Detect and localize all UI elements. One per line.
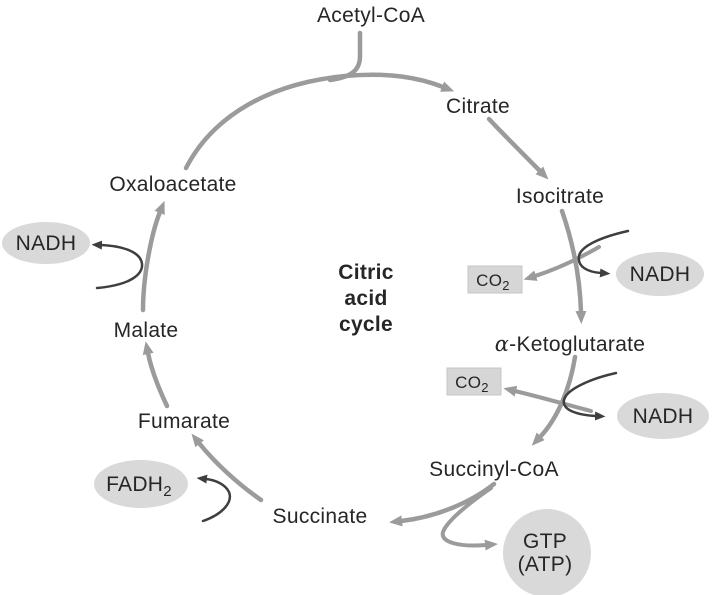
arrow-oxaloacetate-to-citrate <box>183 72 455 171</box>
label-co2-ketoglutarate: CO2 <box>455 373 489 395</box>
fadh2-subscript: 2 <box>163 483 172 500</box>
arrow-to-co2-ketoglutarate <box>503 385 593 413</box>
gtp-bubble <box>503 509 591 595</box>
arrow-branch-to-gtp <box>440 486 498 551</box>
label-fadh2: FADH2 <box>106 473 172 500</box>
co2-box-ketoglutarate <box>446 367 502 396</box>
label-acetyl-coa: Acetyl-CoA <box>317 4 425 27</box>
arrow-to-nadh-oxaloacetate <box>91 240 144 290</box>
label-succinyl-coa: Succinyl-CoA <box>429 458 559 481</box>
nadh-bubble-ketoglutarate <box>617 393 709 439</box>
arrow-to-nadh-ketoglutarate <box>562 371 618 421</box>
cycle-arrows <box>91 30 630 551</box>
arrow-fumarate-to-malate <box>142 341 170 409</box>
label-nadh-ketoglutarate: NADH <box>633 405 694 428</box>
arrow-to-co2-isocitrate <box>523 245 601 281</box>
label-gtp-line2: (ATP) <box>518 553 573 576</box>
center-title-line1: Citric <box>338 261 393 284</box>
co2-base-2: CO <box>455 373 481 392</box>
label-alpha-ketoglutarate: α-Ketoglutarate <box>495 332 646 356</box>
co2-subscript-1: 2 <box>502 278 510 293</box>
nadh-bubble-isocitrate <box>616 252 704 296</box>
labels: Acetyl-CoA Citrate Isocitrate α-Ketoglut… <box>16 4 694 576</box>
arrow-succinate-to-fumarate <box>191 433 264 503</box>
label-succinate: Succinate <box>273 505 368 528</box>
label-malate: Malate <box>114 319 179 342</box>
label-isocitrate: Isocitrate <box>516 185 604 208</box>
arrow-succinylcoa-to-succinate <box>389 481 497 527</box>
cofactor-shapes <box>2 222 709 595</box>
co2-box-isocitrate <box>467 265 523 294</box>
arrow-acetyl-coa-into-cycle <box>327 30 363 83</box>
label-nadh-oxaloacetate: NADH <box>16 232 77 255</box>
fadh2-bubble <box>94 460 188 508</box>
arrow-malate-to-oxaloacetate <box>140 200 165 313</box>
label-citrate: Citrate <box>446 95 510 118</box>
label-co2-isocitrate: CO2 <box>476 271 510 293</box>
center-title-line3: cycle <box>339 313 393 336</box>
label-fumarate: Fumarate <box>138 410 230 433</box>
label-nadh-isocitrate: NADH <box>630 263 691 286</box>
nadh-bubble-oxaloacetate <box>2 222 90 264</box>
label-oxaloacetate: Oxaloacetate <box>109 173 236 196</box>
arrow-citrate-to-isocitrate <box>486 116 549 180</box>
arrow-to-fadh2 <box>196 474 232 523</box>
alpha-glyph: α <box>495 332 509 356</box>
co2-base-1: CO <box>476 271 502 290</box>
label-gtp-line1: GTP <box>523 530 567 553</box>
center-title-line2: acid <box>344 287 387 310</box>
ketoglutarate-text: -Ketoglutarate <box>509 333 645 356</box>
fadh2-base: FADH <box>106 473 163 496</box>
arrow-to-nadh-isocitrate <box>577 229 630 278</box>
co2-subscript-2: 2 <box>481 380 489 395</box>
